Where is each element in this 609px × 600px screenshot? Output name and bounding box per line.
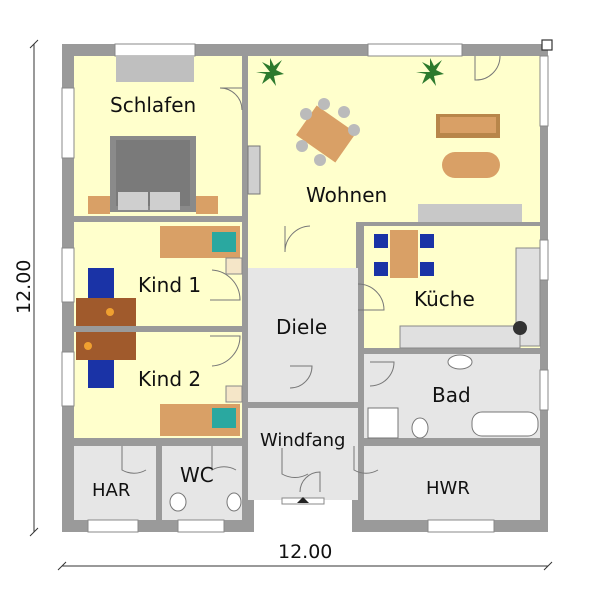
bed-double — [110, 136, 196, 212]
shower — [367, 407, 399, 439]
room-wohnen — [248, 56, 540, 222]
room-label-kind2: Kind 2 — [138, 367, 201, 391]
plant-icon — [416, 58, 444, 86]
bathtub — [471, 411, 539, 437]
dimension-label-height: 12.00 — [13, 260, 35, 314]
kitchen-counter-right — [515, 247, 541, 347]
dining-table — [296, 98, 360, 166]
dimension-line-left — [29, 39, 39, 537]
plant-icon — [256, 58, 284, 86]
dimension-line-bottom — [57, 561, 553, 571]
nightstand — [225, 385, 243, 403]
wardrobe — [116, 56, 194, 82]
room-label-hwr: HWR — [426, 478, 470, 499]
desk — [76, 332, 136, 388]
room-wohnen-ext — [248, 222, 356, 268]
room-label-diele: Diele — [276, 315, 327, 339]
corner-post — [541, 39, 553, 51]
toilet — [169, 492, 187, 512]
coffee-table — [442, 152, 500, 178]
bed-single — [160, 404, 240, 436]
room-windfang — [248, 408, 358, 500]
room-label-wohnen: Wohnen — [306, 183, 387, 207]
kitchen-counter-bottom — [399, 325, 521, 349]
room-label-kind1: Kind 1 — [138, 273, 201, 297]
tv-unit — [418, 204, 522, 222]
windows — [61, 43, 549, 533]
bed-single — [160, 226, 240, 258]
room-har — [74, 446, 156, 520]
room-diele — [248, 268, 358, 402]
sofa — [436, 114, 500, 138]
dimension-label-width: 12.00 — [278, 541, 332, 563]
nightstand — [225, 257, 243, 275]
room-label-kueche: Küche — [414, 287, 475, 311]
room-label-har: HAR — [92, 480, 130, 501]
room-label-wc: WC — [180, 463, 214, 487]
room-label-bad: Bad — [432, 383, 471, 407]
room-label-schlafen: Schlafen — [110, 93, 196, 117]
washbasin — [226, 492, 242, 512]
desk — [76, 268, 136, 326]
kitchen-table — [374, 230, 434, 278]
entrance-arrow-icon — [297, 497, 309, 503]
nightstand-left — [88, 196, 110, 214]
room-label-windfang: Windfang — [260, 430, 345, 451]
washbasin — [447, 354, 473, 370]
toilet — [411, 417, 429, 439]
room-hwr — [364, 446, 540, 520]
entrance-notch — [254, 500, 352, 534]
nightstand-right — [196, 196, 218, 214]
stove-icon — [513, 321, 527, 335]
fireplace — [247, 145, 261, 195]
